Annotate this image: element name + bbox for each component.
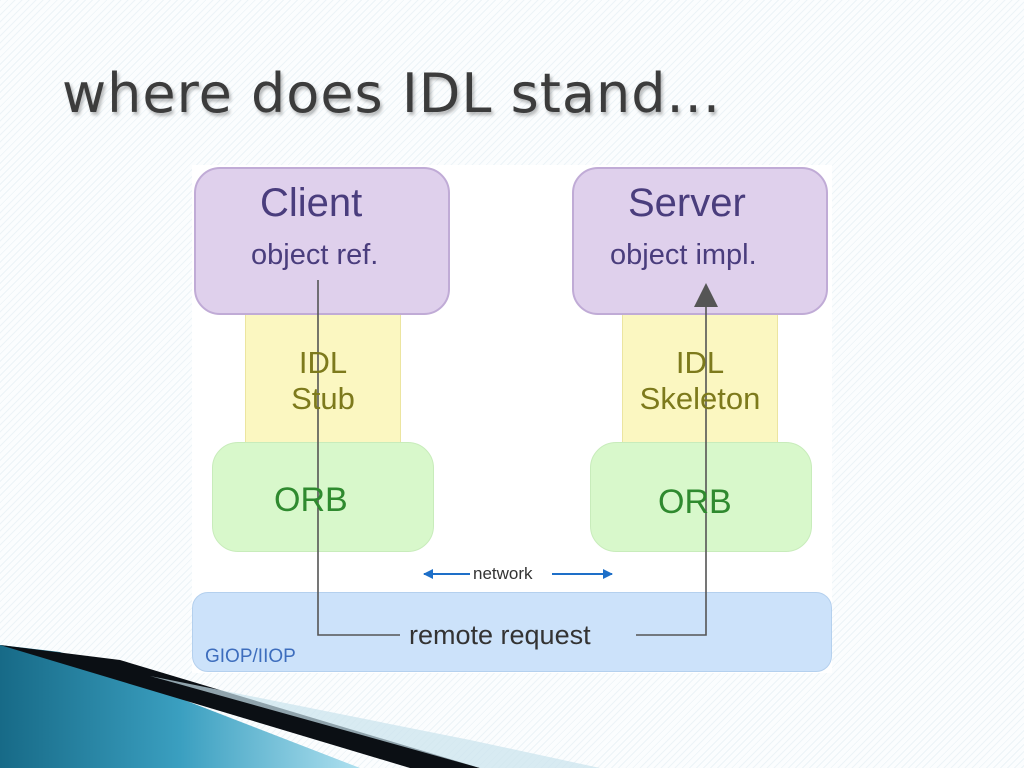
server-box	[572, 167, 828, 315]
skeleton-label-line1: IDL	[675, 345, 725, 380]
connection-lines	[317, 280, 718, 636]
client-orb-box	[212, 442, 434, 552]
server-title: Server	[628, 181, 746, 225]
network-label: network	[473, 564, 533, 583]
up-arrow-icon	[694, 283, 718, 307]
client-box	[194, 167, 450, 315]
client-subtitle: object ref.	[251, 239, 379, 271]
server-orb-box	[590, 442, 812, 552]
remote-request-label: remote request	[409, 620, 591, 650]
server-orb-label: ORB	[658, 483, 732, 521]
client-title: Client	[260, 181, 363, 225]
giop-iiop-label: GIOP/IIOP	[205, 646, 296, 667]
client-request-path	[317, 280, 400, 636]
giop-iiop-layer	[192, 592, 832, 672]
server-request-path	[636, 307, 707, 636]
server-subtitle: object impl.	[610, 239, 757, 271]
slide-title: where does IDL stand...	[62, 62, 722, 125]
skeleton-label: IDL Skeleton	[622, 345, 778, 417]
stub-label: IDL Stub	[245, 345, 401, 417]
client-orb-label: ORB	[274, 481, 348, 519]
stub-label-line2: Stub	[291, 381, 355, 416]
idl-diagram: Client object ref. Server object impl. I…	[192, 165, 832, 673]
skeleton-label-line2: Skeleton	[639, 381, 761, 416]
stub-label-line1: IDL	[298, 345, 348, 380]
